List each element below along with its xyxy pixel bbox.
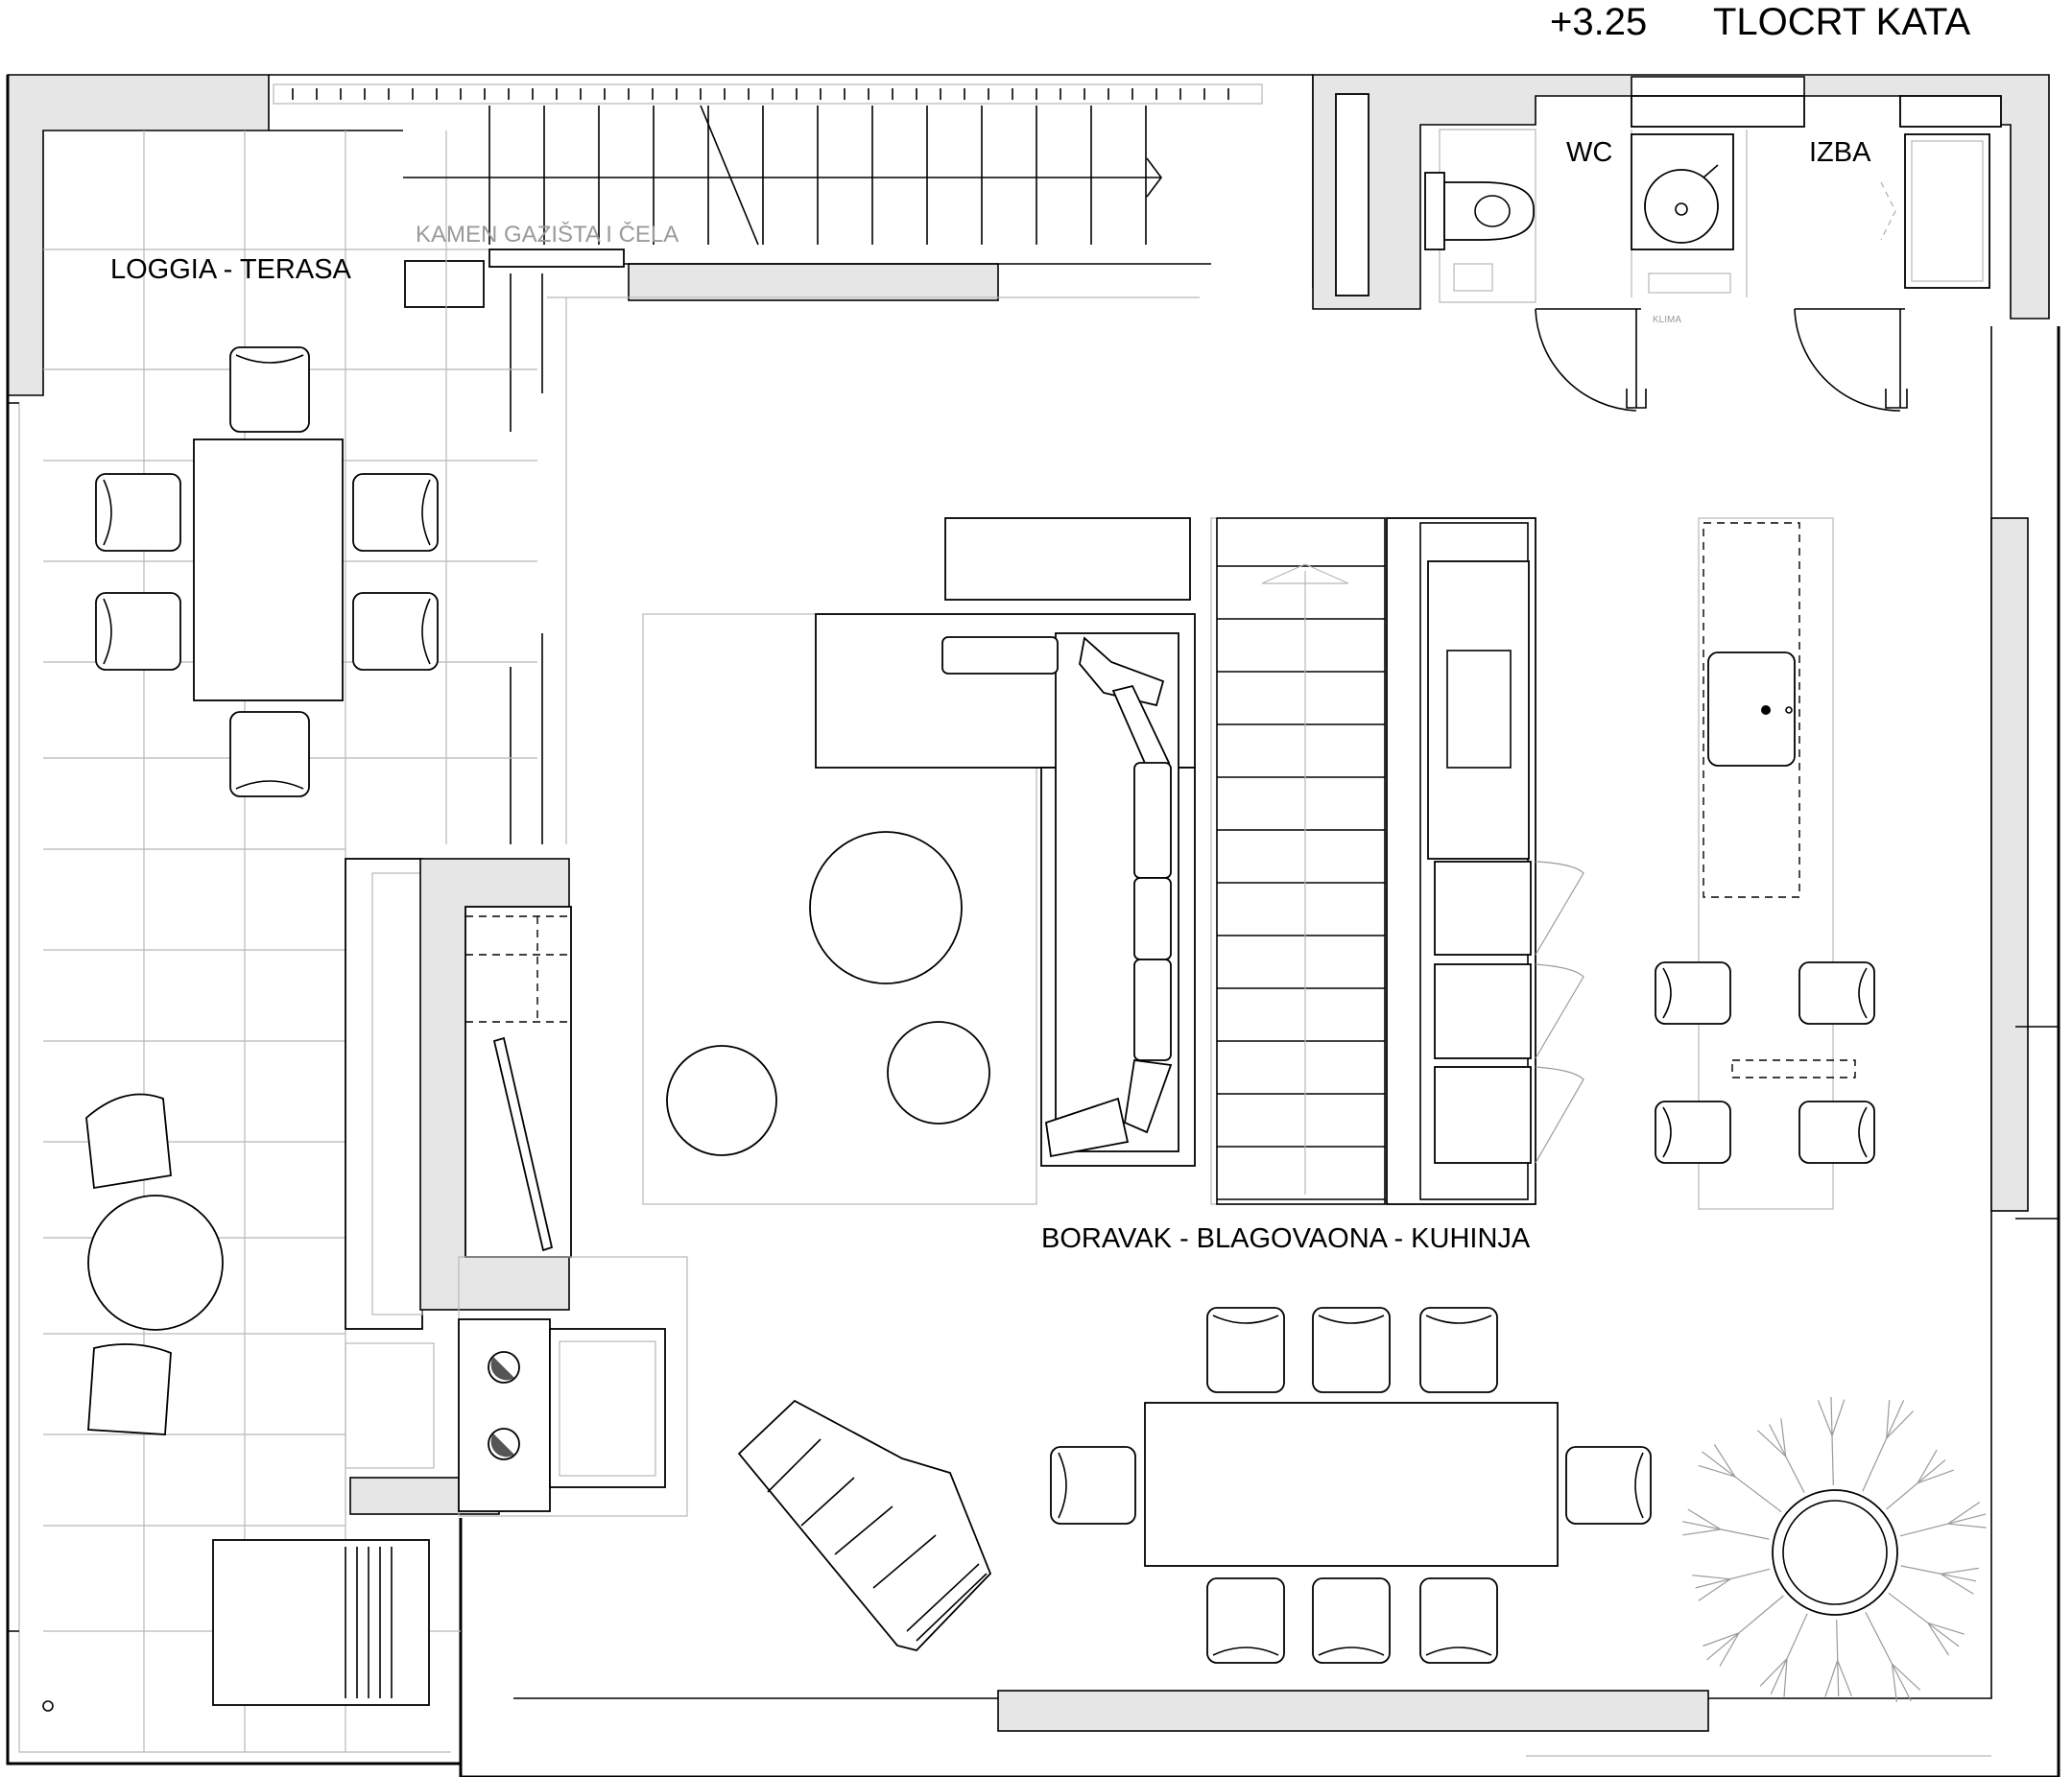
grill-unit xyxy=(458,1318,551,1512)
coffee-table-left xyxy=(666,1045,777,1156)
stair-post xyxy=(404,260,485,308)
toilet-icon xyxy=(1443,181,1535,241)
kitchen xyxy=(1386,517,1875,1210)
interior-stair xyxy=(1210,517,1390,1205)
outdoor-sink xyxy=(549,1328,666,1488)
south-window xyxy=(997,1690,1709,1732)
loggia-armchair-top xyxy=(85,1093,172,1190)
loggia-chair xyxy=(352,473,439,552)
dining-chair xyxy=(1565,1446,1652,1525)
service-rooms: WC IZBA KLIMA xyxy=(1424,129,1990,412)
wc-door-swing xyxy=(1535,308,1637,412)
interior-outer-wall xyxy=(459,326,2060,1777)
dining-chair xyxy=(1312,1577,1391,1664)
sofa-seat-cushion xyxy=(1133,762,1172,879)
oven-icon xyxy=(1446,650,1512,769)
dining-chair xyxy=(1050,1446,1136,1525)
loggia-chair xyxy=(95,473,181,552)
outer-walls xyxy=(6,74,2060,1777)
floor-drain-icon xyxy=(42,1700,54,1712)
loggia-parapet-wall xyxy=(7,74,270,396)
loggia-outline xyxy=(6,75,461,1765)
izba-door-swing xyxy=(1794,308,1901,412)
loggia-label: LOGGIA - TERASA xyxy=(110,254,352,285)
dining-chair xyxy=(1206,1577,1285,1664)
dining-table xyxy=(1144,1402,1559,1567)
dining-chair xyxy=(1312,1307,1391,1393)
plan-name: TLOCRT KATA xyxy=(1713,1,1971,43)
bar-stool xyxy=(1798,961,1875,1025)
loggia-chair xyxy=(95,592,181,671)
loggia-glass-wall xyxy=(510,273,543,844)
stair-treads xyxy=(292,88,1229,245)
loggia-chair xyxy=(352,592,439,671)
drawer-unit xyxy=(1434,1066,1532,1164)
coffee-table-large xyxy=(809,831,963,984)
main-stair: KAMEN GAZIŠTA I ČELA xyxy=(273,83,1263,268)
bar-stool xyxy=(1798,1101,1875,1164)
planter-inner xyxy=(1782,1500,1888,1605)
interior-stair-treads xyxy=(1217,565,1385,1200)
stair-material-note: KAMEN GAZIŠTA I ČELA xyxy=(416,221,679,248)
loggia-dining-table xyxy=(193,438,344,701)
oven-column xyxy=(1427,560,1530,860)
kitchen-island xyxy=(1698,517,1834,1210)
plan-title: +3.25 TLOCRT KATA xyxy=(1550,1,1971,43)
loggia-inner-outline xyxy=(18,403,451,1753)
izba-shelf xyxy=(1904,133,1990,289)
klima-note: KLIMA xyxy=(1653,315,1681,325)
loggia-chairs xyxy=(95,346,439,797)
faucet-icon xyxy=(1761,705,1771,715)
kitchen-sink xyxy=(1707,652,1796,767)
dining-chairs xyxy=(1050,1307,1652,1664)
outdoor-bench xyxy=(345,858,423,1330)
tree-icon xyxy=(1682,1396,1987,1702)
sofa-cushion xyxy=(941,636,1059,675)
wc-window-sill xyxy=(1631,95,1805,128)
chaise-lounge xyxy=(737,1399,992,1651)
sofa-end-cushion xyxy=(1045,1097,1130,1158)
tv-console xyxy=(944,517,1191,601)
loggia-round-table xyxy=(87,1195,224,1331)
loggia-chair xyxy=(229,711,310,797)
bar-stool xyxy=(1655,1101,1731,1164)
service-niche xyxy=(1335,93,1369,296)
izba-label: IZBA xyxy=(1809,137,1871,168)
coffee-table-right xyxy=(887,1021,990,1125)
toilet-cistern xyxy=(1424,172,1445,250)
stair-window xyxy=(628,263,999,301)
loggia-chair xyxy=(229,346,310,433)
sloped-panel xyxy=(492,1036,554,1252)
living-area xyxy=(642,517,1196,1651)
fireplace-zone xyxy=(345,858,688,1517)
drawer-unit xyxy=(1434,861,1532,956)
media-cabinet xyxy=(464,906,572,1258)
bar-stool xyxy=(1655,961,1731,1025)
dining xyxy=(1050,1307,1652,1664)
drawer-unit xyxy=(1434,963,1532,1059)
dining-chair xyxy=(1419,1577,1498,1664)
loggia-furniture: LOGGIA - TERASA xyxy=(42,254,439,1712)
izba-window-sill xyxy=(1899,95,2002,128)
wc-label: WC xyxy=(1566,137,1612,168)
living-label: BORAVAK - BLAGOVAONA - KUHINJA xyxy=(1041,1223,1531,1254)
east-window-jamb xyxy=(2015,1026,2059,1220)
island-stools xyxy=(1655,961,1875,1164)
dining-chair xyxy=(1419,1307,1498,1393)
sofa-corner-cushion xyxy=(1079,636,1165,707)
tree-planter xyxy=(1682,1396,1987,1702)
loggia-armchair-bottom xyxy=(87,1343,172,1435)
level-label: +3.25 xyxy=(1550,1,1647,43)
dining-chair xyxy=(1206,1307,1285,1393)
top-wall xyxy=(269,74,1314,288)
interior-partition xyxy=(547,296,1200,844)
planter-outer xyxy=(1772,1489,1898,1616)
washbasin-icon xyxy=(1644,169,1719,244)
loggia-daybed xyxy=(212,1539,430,1706)
east-window xyxy=(1990,517,2029,1212)
